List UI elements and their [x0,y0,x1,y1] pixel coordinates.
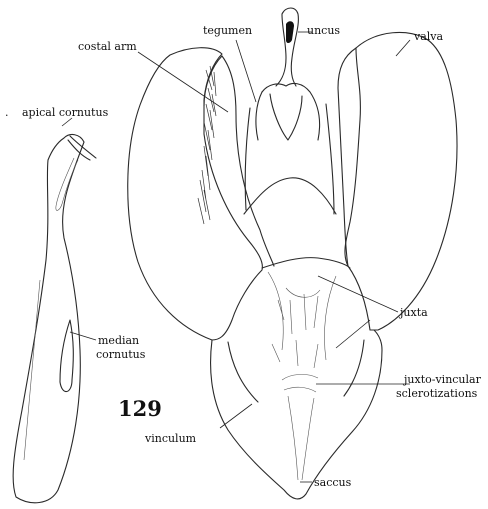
right-valva-outline [345,32,457,330]
label-valva: valva [413,30,444,43]
costal-hatching [198,66,216,224]
label-tegumen: tegumen [203,24,252,37]
label-median-cornutus-1: median [98,334,139,347]
label-saccus: saccus [314,476,352,489]
juxto-vincular-marks [272,294,318,480]
label-vinculum: vinculum [144,432,197,445]
label-juxta: juxta [398,306,428,319]
label-costal-arm: costal arm [78,40,137,53]
label-uncus: uncus [307,24,340,37]
label-apical-cornutus: apical cornutus [22,106,109,119]
label-juxto-vincular-2: sclerotizations [396,387,478,400]
leader-lines [62,32,410,482]
left-valva-outline [128,48,263,340]
aedeagus-drawing [13,135,96,503]
label-median-cornutus-2: cornutus [96,348,146,361]
figure-number: 129 [118,396,162,421]
capsule-drawing [128,8,457,499]
label-juxto-vincular-1: juxto-vincular [402,373,482,386]
bullet-mark: . [5,106,9,119]
